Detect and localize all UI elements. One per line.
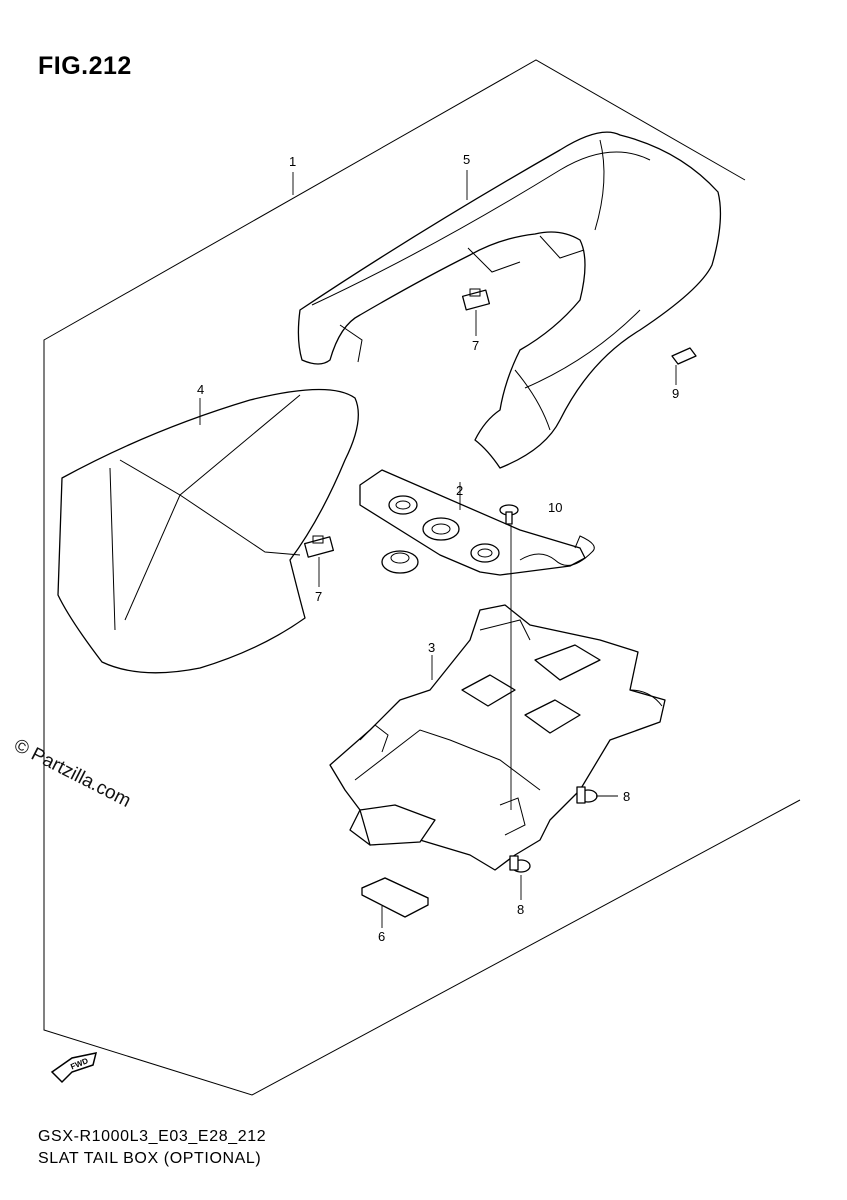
clip-part-7-lower — [303, 535, 335, 558]
figure-caption: SLAT TAIL BOX (OPTIONAL) — [38, 1150, 262, 1167]
base-frame-part-3 — [329, 604, 666, 871]
callout-2: 2 — [456, 483, 463, 498]
bracket-part-2 — [359, 469, 595, 576]
callout-8-lower: 8 — [517, 902, 524, 917]
bolt-part-8-lower — [509, 855, 531, 873]
assembly-boundary — [43, 59, 801, 1096]
figure-title: FIG.212 — [38, 52, 132, 80]
grommet — [381, 550, 419, 574]
callout-3: 3 — [428, 640, 435, 655]
bolt-part-8-upper — [576, 786, 598, 804]
callout-9: 9 — [672, 386, 679, 401]
callout-7-lower: 7 — [315, 589, 322, 604]
screw-part-10 — [499, 504, 519, 525]
callout-6: 6 — [378, 929, 385, 944]
callout-8-upper: 8 — [623, 789, 630, 804]
fwd-arrow-icon: FWD — [50, 1052, 98, 1084]
pad-part-9 — [671, 347, 697, 365]
callout-4: 4 — [197, 382, 204, 397]
callout-5: 5 — [463, 152, 470, 167]
seat-pad-part-4 — [57, 388, 359, 674]
callout-10: 10 — [548, 500, 562, 515]
tail-cover-part-5 — [297, 131, 722, 469]
callout-1: 1 — [289, 154, 296, 169]
model-code: GSX-R1000L3_E03_E28_212 — [38, 1128, 267, 1145]
callout-7-upper: 7 — [472, 338, 479, 353]
clip-part-7-upper — [461, 288, 491, 311]
